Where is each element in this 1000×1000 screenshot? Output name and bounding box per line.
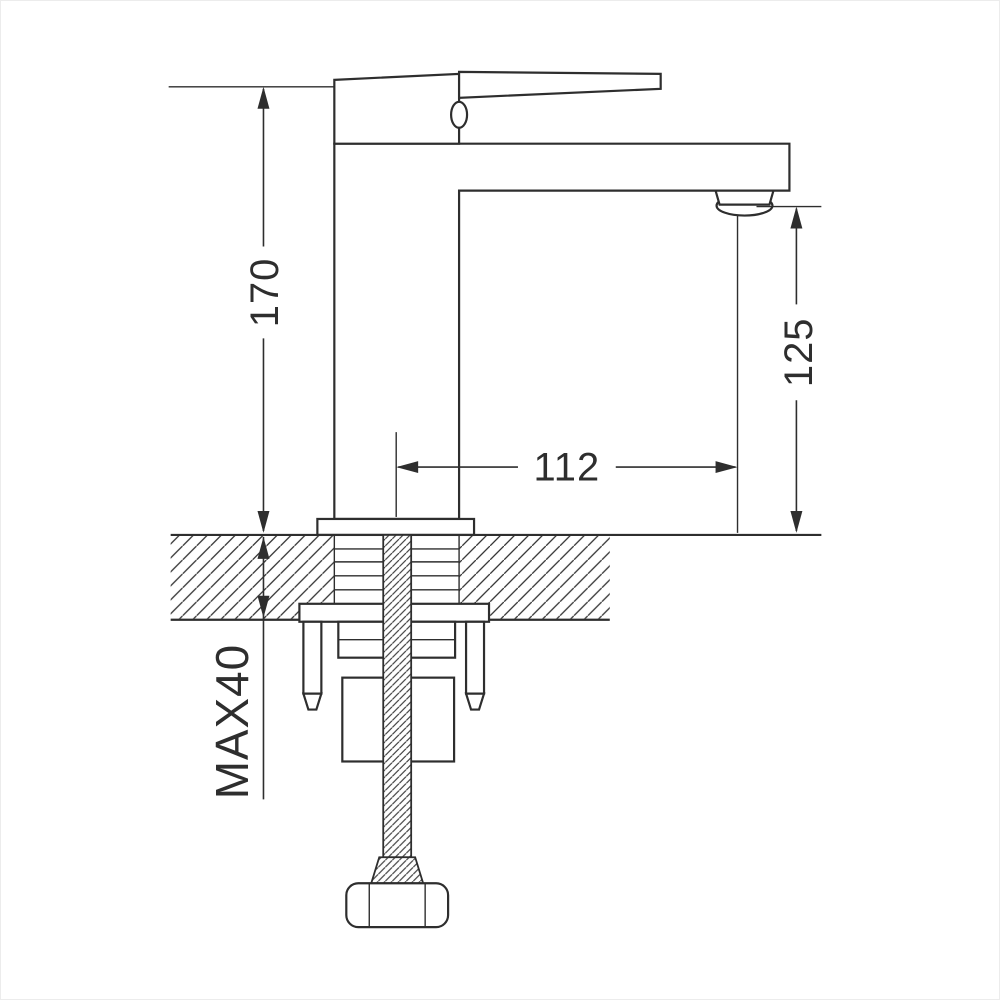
spout-outlet (714, 189, 775, 206)
dimension-overall-height: 170 (168, 86, 335, 533)
knurled-nut (345, 882, 450, 929)
arrow-up-icon (257, 536, 270, 559)
dim-label-170: 170 (243, 258, 287, 328)
mounting-bolt-right (464, 620, 486, 711)
faucet-outline (316, 70, 791, 537)
dimension-spout-reach: 112 (395, 214, 739, 533)
arrow-up-icon (257, 86, 270, 109)
base-flange (316, 517, 476, 537)
arrow-down-icon (257, 510, 270, 533)
dim-label-max40: MAX40 (206, 644, 258, 799)
rod-taper (370, 856, 425, 885)
countertop (170, 533, 822, 621)
handle-lever (457, 70, 662, 99)
dim-label-112: 112 (534, 446, 601, 490)
arrow-left-icon (396, 461, 419, 474)
arrow-down-icon (257, 595, 270, 618)
dim-label-125: 125 (777, 318, 821, 388)
handle-base (333, 72, 461, 145)
dimension-spout-height: 125 (756, 205, 822, 533)
handle-pivot-icon (450, 100, 469, 129)
dimension-max-thickness: MAX40 (206, 536, 270, 800)
threaded-rod (382, 534, 413, 859)
arrow-down-icon (790, 510, 803, 533)
arrow-up-icon (790, 206, 803, 229)
mounting-bolt-left (301, 620, 323, 711)
arrow-right-icon (715, 461, 738, 474)
mounting-assembly (298, 534, 491, 929)
